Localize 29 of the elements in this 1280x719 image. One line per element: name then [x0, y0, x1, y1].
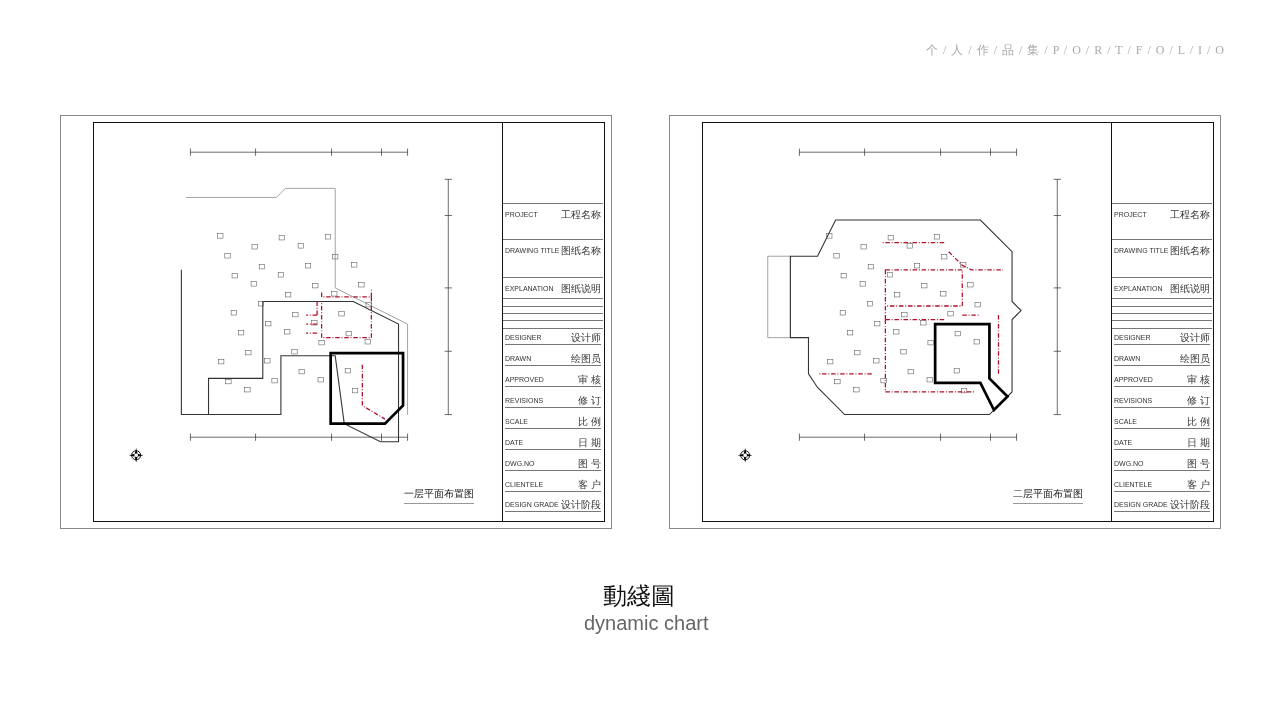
field-value: 图纸名称: [561, 245, 601, 258]
caption: dynamic chart: [584, 612, 709, 635]
field-value: 比 例: [1186, 416, 1210, 429]
field-value: 图 号: [577, 458, 601, 471]
field-value: 绘图员: [1180, 353, 1210, 366]
field-value: 审 核: [1186, 374, 1210, 387]
field-value: 修 订: [577, 395, 601, 408]
field-value: 修 订: [1186, 395, 1210, 408]
field-value: 设计阶段: [561, 499, 601, 512]
field-value: 图纸说明: [561, 283, 601, 296]
header-text: 个 / 人 / 作 / 品 / 集 / P / O / R / T / F / O / L / I / O: [925, 42, 1225, 59]
field-value: 设计师: [571, 332, 601, 345]
plan-title: 二层平面布置图: [1013, 487, 1083, 504]
field-value: 工程名称: [1170, 209, 1210, 222]
field-value: 比 例: [577, 416, 601, 429]
field-value: 图 号: [1186, 458, 1210, 471]
field-value: 客 户: [1186, 479, 1210, 492]
field-value: 绘图员: [571, 353, 601, 366]
field-value: 设计阶段: [1170, 499, 1210, 512]
field-value: 设计师: [1180, 332, 1210, 345]
plan-title: 一层平面布置图: [404, 487, 474, 504]
field-value: 工程名称: [561, 209, 601, 222]
field-value: 图纸名称: [1170, 245, 1210, 258]
field-value: 审 核: [577, 374, 601, 387]
field-value: 客 户: [577, 479, 601, 492]
field-value: 图纸说明: [1170, 283, 1210, 296]
field-value: 日 期: [577, 437, 601, 450]
field-value: 日 期: [1186, 437, 1210, 450]
title: 動綫圖: [603, 581, 675, 612]
